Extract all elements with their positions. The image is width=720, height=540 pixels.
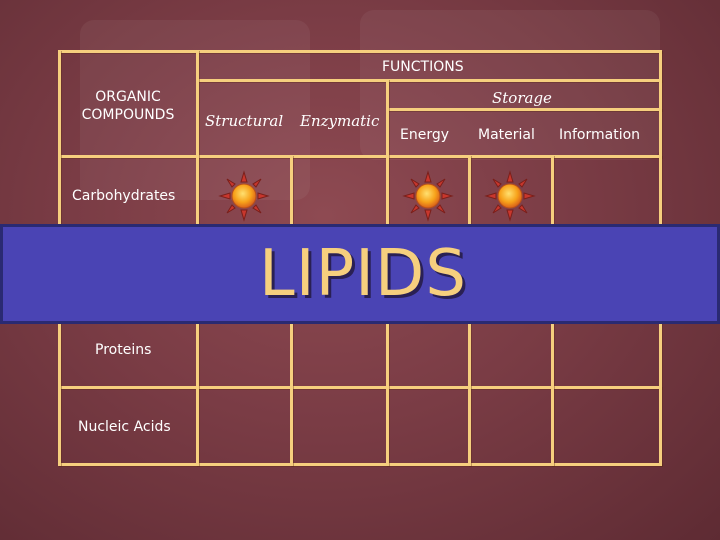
grid-line (58, 463, 662, 466)
organic-compounds-header: ORGANIC COMPOUNDS (81, 89, 175, 123)
column-header-structural: Structural (205, 112, 284, 130)
storage-header: Storage (492, 89, 552, 107)
grid-line (198, 79, 662, 82)
lipids-banner: LIPIDS (0, 224, 720, 324)
column-header-information: Information (559, 127, 641, 143)
sun-icon (402, 170, 454, 222)
row-label-proteins: Proteins (95, 342, 152, 358)
row-label-carbohydrates: Carbohydrates (72, 188, 176, 204)
lipids-title: LIPIDS (259, 237, 467, 311)
grid-line (58, 50, 662, 53)
row-label-nucleic-acids: Nucleic Acids (78, 419, 171, 435)
column-header-material: Material (478, 127, 535, 143)
background-shape (360, 10, 660, 160)
grid-line (388, 108, 662, 111)
sun-icon (218, 170, 270, 222)
sun-icon (484, 170, 536, 222)
functions-header: FUNCTIONS (382, 59, 464, 75)
column-header-energy: Energy (400, 127, 450, 143)
grid-line (58, 386, 662, 389)
column-header-enzymatic: Enzymatic (300, 112, 380, 130)
grid-line (58, 155, 662, 158)
